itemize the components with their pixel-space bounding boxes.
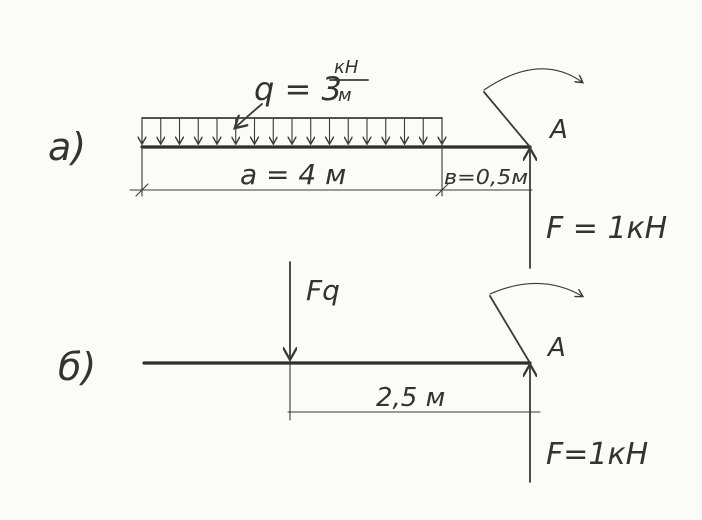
support-b-label: A xyxy=(546,333,566,363)
dim-tick-1 xyxy=(135,183,149,197)
support-line-b xyxy=(489,295,531,364)
part-a: а) q = 3 кН м A a = 4 м в=0,5м xyxy=(48,57,667,269)
distance-label: 2,5 м xyxy=(376,383,445,413)
load-unit-denominator: м xyxy=(338,85,352,106)
moment-arrow-b xyxy=(489,282,582,296)
support-line-a xyxy=(483,91,531,148)
resultant-label: Fq xyxy=(306,274,340,307)
load-arrows xyxy=(142,118,442,143)
span-a-label: a = 4 м xyxy=(240,158,346,191)
span-b-label: в=0,5м xyxy=(444,165,528,189)
force-label-a: F = 1кН xyxy=(546,211,667,246)
load-q-text: q = 3 xyxy=(254,70,342,108)
load-label-leader xyxy=(236,103,263,127)
moment-arrow-a xyxy=(483,68,582,91)
dimensions-a: a = 4 м в=0,5м xyxy=(129,117,533,197)
dim-tick-2 xyxy=(435,183,449,197)
support-a-label: A xyxy=(548,115,568,145)
load-unit-numerator: кН xyxy=(334,57,359,78)
part-b-label: б) xyxy=(58,345,96,389)
dimensions-b: 2,5 м xyxy=(287,359,541,421)
part-b: б) Fq A 2,5 м F=1кН xyxy=(58,261,648,483)
load-intensity-label: q = 3 кН м xyxy=(236,57,369,127)
part-a-label: а) xyxy=(48,125,86,169)
force-label-b: F=1кН xyxy=(546,437,648,472)
distributed-load xyxy=(142,117,442,143)
